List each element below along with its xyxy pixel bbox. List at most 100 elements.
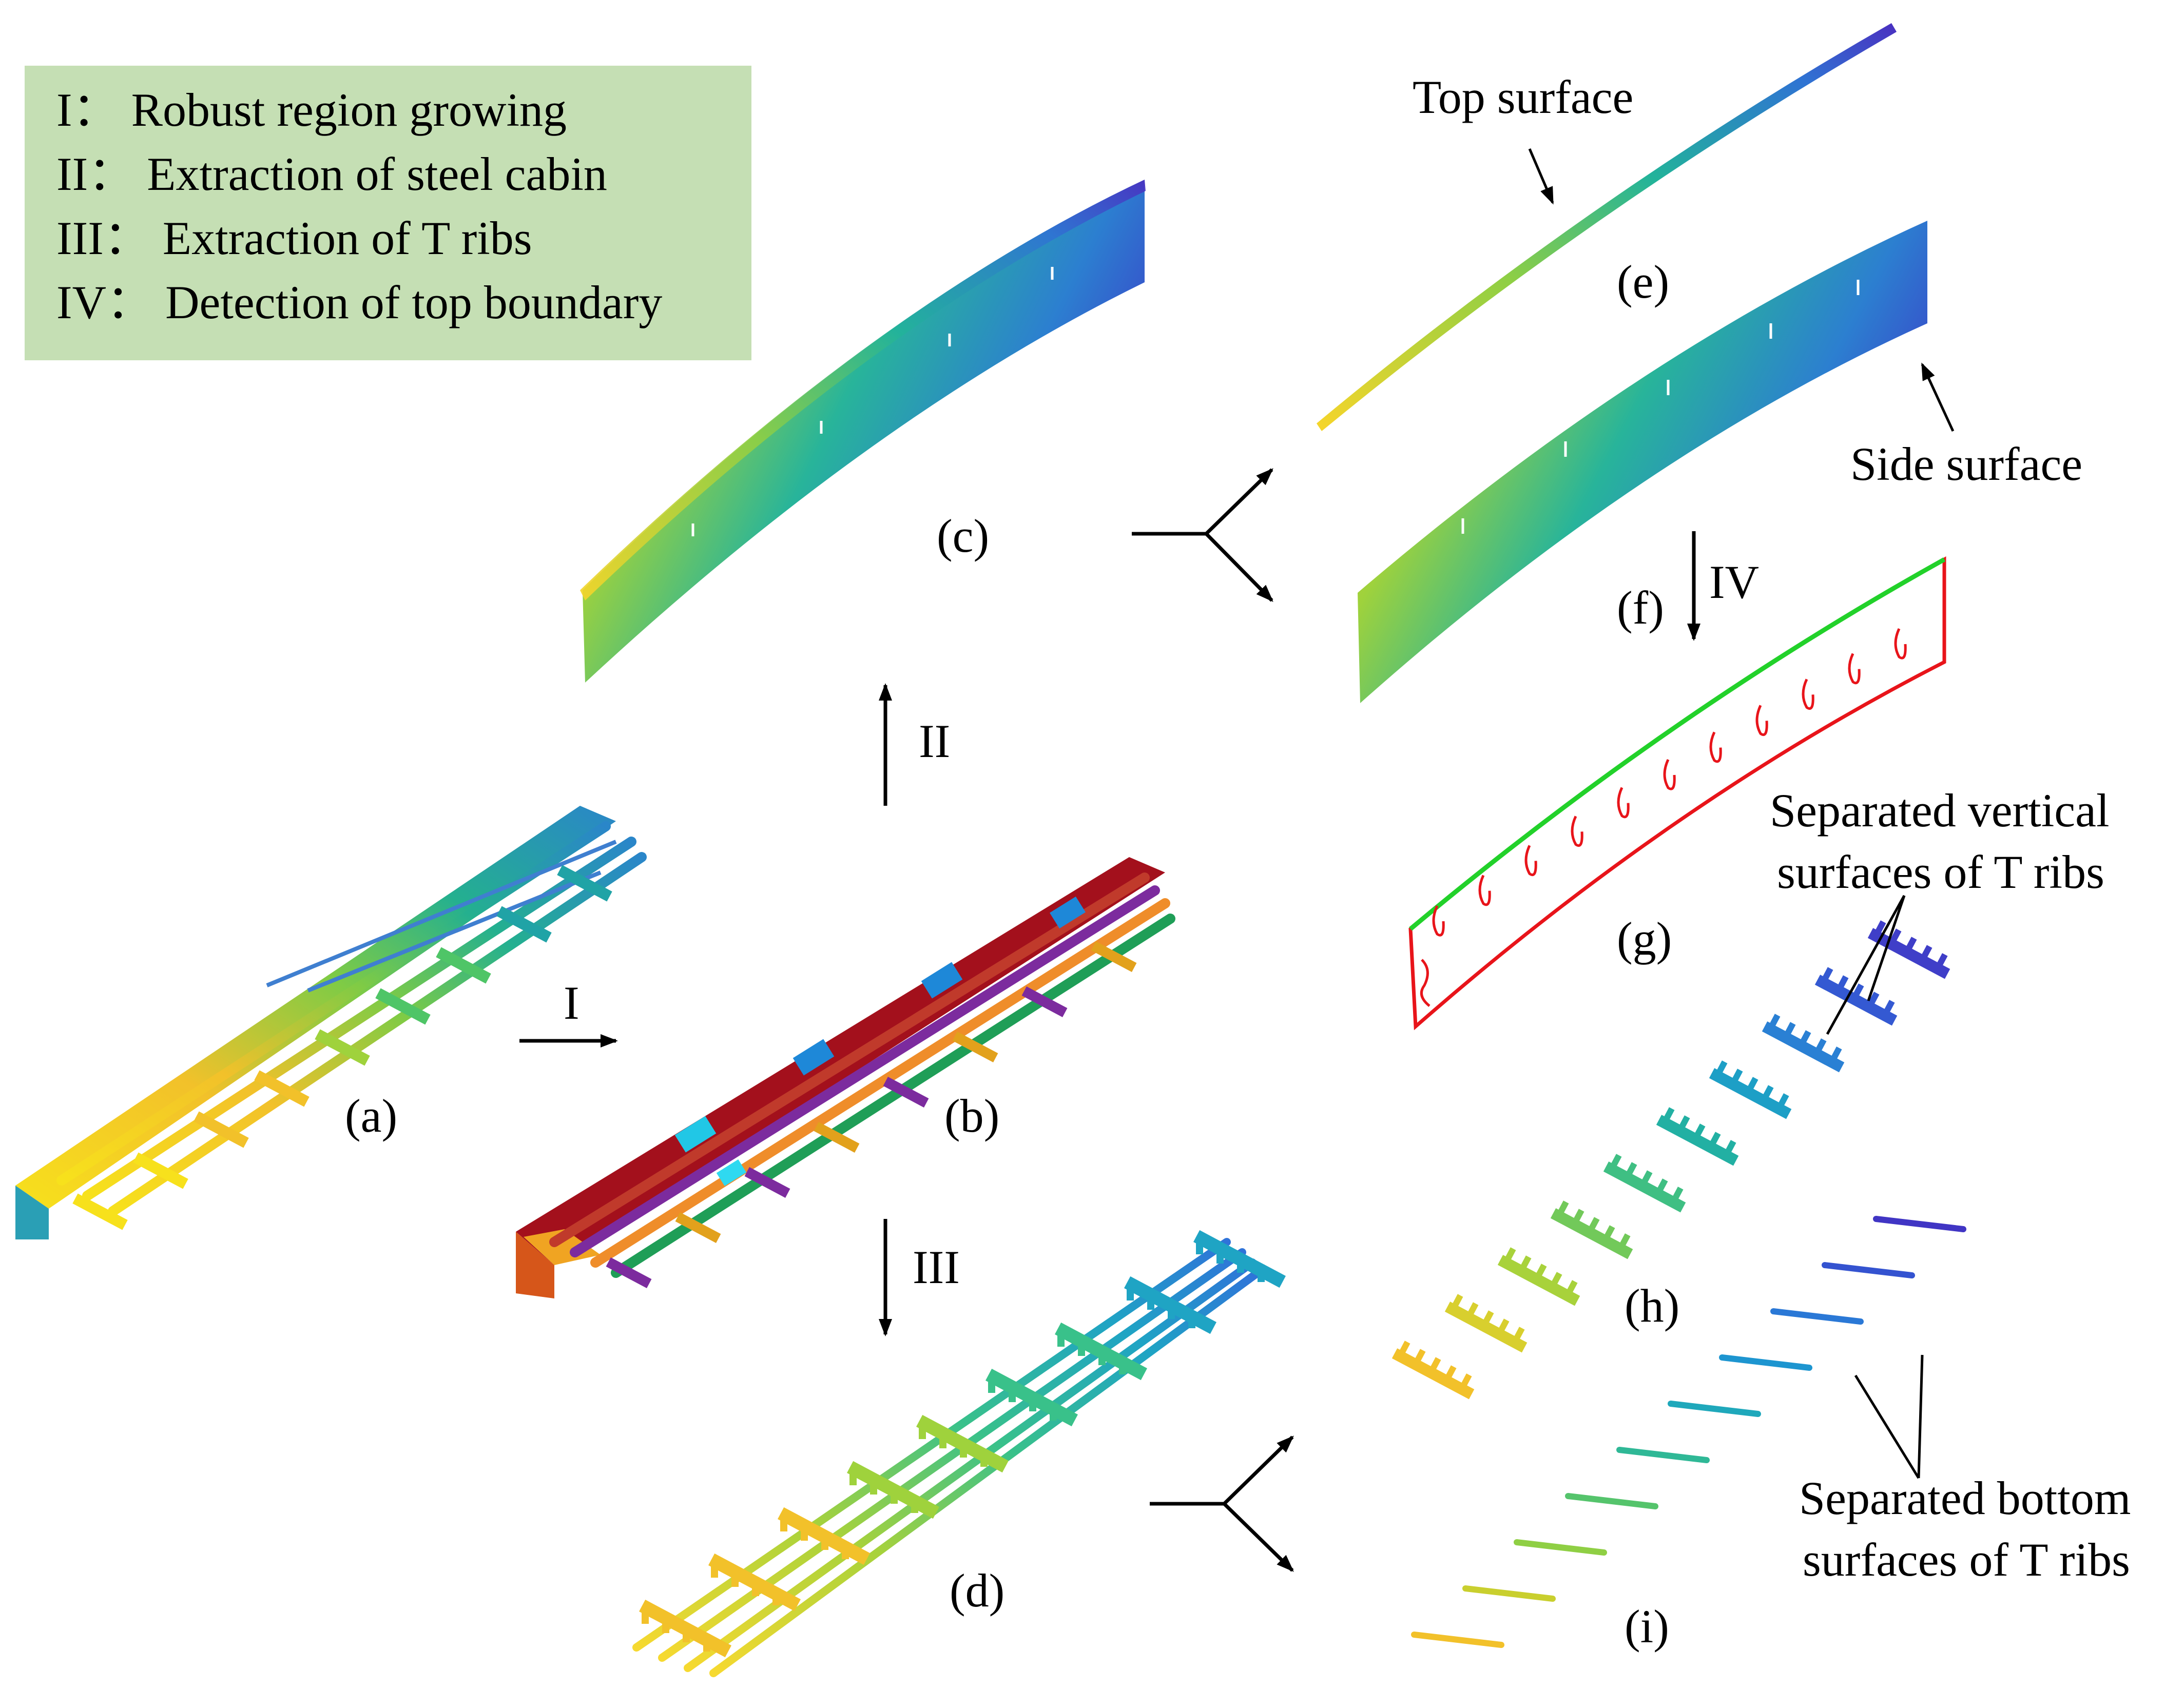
vertical-rib-surface: [1603, 1154, 1686, 1213]
panel-d-t-ribs: [632, 1230, 1286, 1677]
cross-rib: [436, 947, 491, 984]
fork-d: [1150, 1435, 1294, 1572]
bottom-rib-surface: [1873, 1216, 1966, 1232]
vertical-rib-surface: [1497, 1247, 1580, 1306]
panel-e-top-surface: [1317, 23, 1897, 431]
bottom-rib-surface: [1411, 1632, 1504, 1648]
panel-label-h: (h): [1625, 1279, 1679, 1332]
rib-flange: [1258, 1265, 1265, 1282]
rib-flange: [662, 1616, 669, 1633]
fork-c: [1132, 468, 1273, 602]
rib-flange: [1216, 1246, 1224, 1264]
step-label-III: III: [913, 1241, 960, 1293]
rib-flange: [1196, 1237, 1203, 1254]
rib-flange: [801, 1523, 808, 1541]
legend-item-4: IV： Detection of top boundary: [56, 276, 662, 328]
cross-rib: [1091, 941, 1137, 972]
rib-flange: [919, 1422, 926, 1439]
rib-flange: [1029, 1394, 1036, 1411]
cross-rib: [744, 1167, 790, 1198]
vertical-rib-surface: [1762, 1014, 1845, 1073]
panel-label-f: (f): [1617, 581, 1664, 634]
rib-flange: [960, 1440, 967, 1458]
annotation-bottom-line1: Separated bottom: [1799, 1472, 2131, 1524]
vertical-rib-surface: [1709, 1060, 1792, 1119]
panel-label-e: (e): [1617, 256, 1669, 308]
legend-item-3: III： Extraction of T ribs: [56, 212, 532, 264]
bottom-rib-surface: [1514, 1539, 1607, 1556]
rib-flange: [939, 1431, 946, 1448]
pointer-bottom-ribs: [1854, 1354, 1924, 1479]
vertical-rib-surface: [1867, 920, 1950, 979]
rib-flange: [1009, 1385, 1016, 1402]
vertical-rib-surface: [1550, 1200, 1633, 1259]
pointer-side-surface: [1921, 362, 1955, 432]
bottom-rib-surface: [1719, 1354, 1812, 1371]
boundary-loop: [1571, 816, 1583, 847]
rib-flange: [1119, 1357, 1126, 1374]
rib-flange: [1050, 1403, 1057, 1421]
rib-flange: [821, 1532, 828, 1550]
rib-flange: [1188, 1311, 1195, 1328]
bottom-rib-surface: [1616, 1447, 1710, 1463]
rib-flange: [731, 1569, 739, 1587]
panel-label-i: (i): [1625, 1600, 1669, 1653]
vertical-rib-surface: [1656, 1107, 1739, 1166]
rib-flange: [780, 1514, 787, 1531]
bottom-rib-surface: [1565, 1493, 1658, 1509]
step-label-II: II: [919, 715, 950, 767]
cross-rib: [606, 1257, 652, 1288]
panel-label-d: (d): [950, 1564, 1004, 1617]
panel-label-g: (g): [1617, 913, 1672, 965]
annotation-bottom-line2: surfaces of T ribs: [1803, 1534, 2130, 1586]
rib-flange: [849, 1468, 857, 1485]
cross-rib: [675, 1212, 721, 1243]
cross-rib: [1021, 986, 1068, 1017]
panel-label-b: (b): [944, 1090, 999, 1142]
rib-flange: [1237, 1255, 1244, 1273]
rib-flange: [642, 1606, 649, 1624]
bottom-rib-surface: [1668, 1401, 1761, 1417]
annotation-vertical-line1: Separated vertical: [1770, 784, 2110, 837]
panel-c-steel-cabin: [580, 180, 1146, 683]
boundary-loop: [1848, 653, 1861, 685]
rib-flange: [1078, 1338, 1085, 1356]
cross-rib: [814, 1122, 860, 1153]
panel-label-a: (a): [345, 1090, 397, 1142]
bottom-rib-surface: [1822, 1262, 1915, 1278]
rib-flange: [683, 1625, 690, 1642]
rib-flange: [752, 1579, 759, 1596]
rib-flange: [1168, 1302, 1175, 1319]
rib-flange: [870, 1477, 877, 1495]
boundary-loop: [1802, 678, 1814, 710]
rib-flange: [772, 1588, 780, 1605]
pointer-vertical-ribs: [1826, 895, 1906, 1035]
bottom-rib-surface: [1770, 1308, 1864, 1325]
cross-rib: [883, 1077, 929, 1108]
boundary-loop: [1709, 731, 1722, 763]
annotation-side-surface: Side surface: [1850, 438, 2082, 490]
boundary-loop: [1755, 705, 1768, 736]
cross-rib: [952, 1032, 998, 1062]
panel-label-c: (c): [937, 510, 989, 562]
boundary-loop: [1617, 787, 1630, 819]
boundary-loop: [1432, 905, 1445, 937]
cross-rib: [375, 988, 431, 1025]
vertical-rib-surface: [1444, 1294, 1528, 1353]
vertical-rib-surface: [1814, 967, 1898, 1026]
rib-flange: [703, 1634, 710, 1652]
rib-flange: [988, 1375, 995, 1393]
boundary-loop: [1894, 628, 1907, 659]
rib-flange: [1098, 1348, 1106, 1365]
annotation-top-surface: Top surface: [1413, 71, 1633, 123]
panel-b-segmented: [516, 857, 1175, 1298]
panel-g-boundary: [1408, 556, 1946, 1031]
rib-flange: [1147, 1292, 1154, 1310]
rib-flange: [842, 1542, 849, 1559]
panel-a-point-cloud: [15, 806, 647, 1239]
boundary-loop: [1524, 845, 1537, 877]
step-label-IV: IV: [1709, 556, 1759, 608]
step-label-I: I: [564, 977, 579, 1029]
